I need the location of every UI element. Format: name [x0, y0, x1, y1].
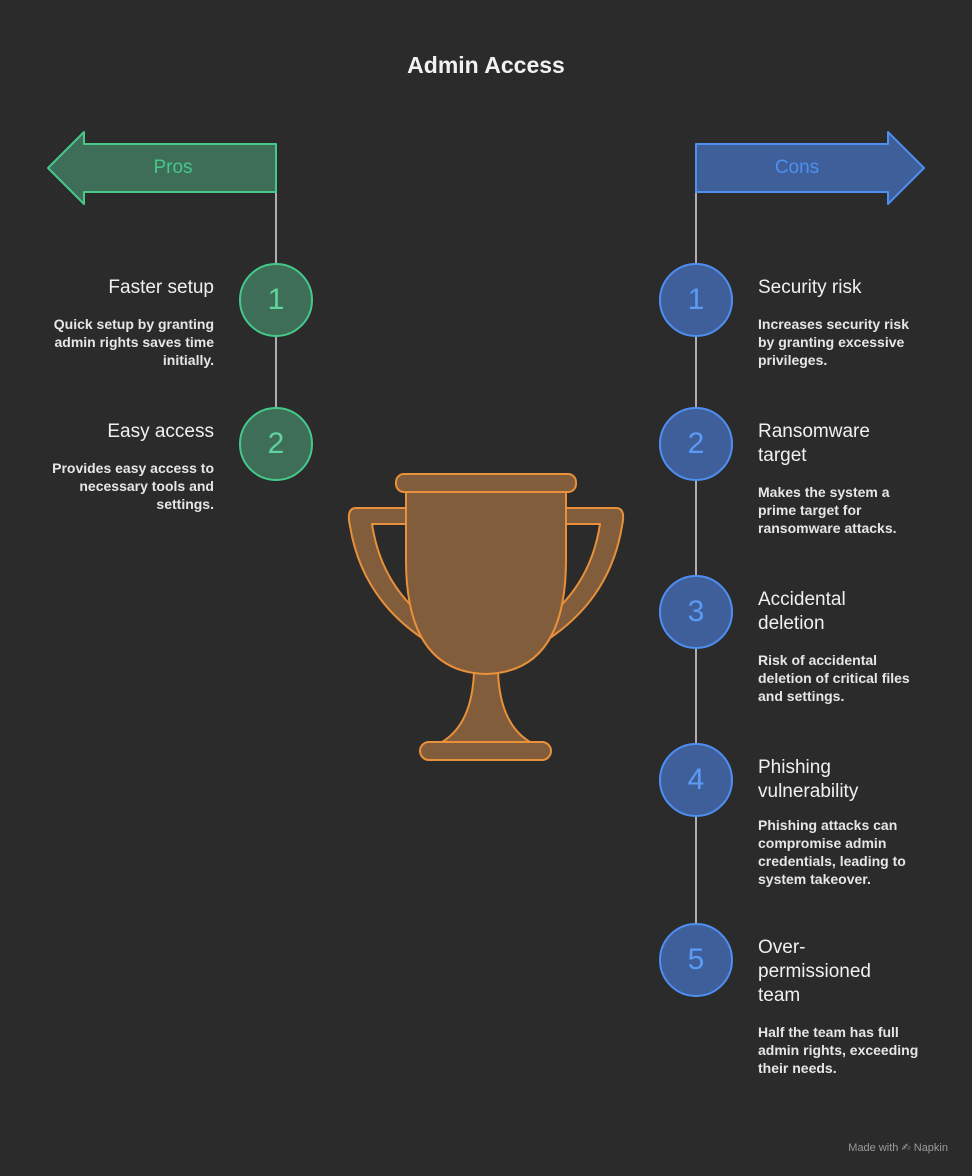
cons-number-3: 3: [687, 595, 705, 628]
cons-circle-5: [659, 923, 733, 997]
cons-description-4: Phishing attacks can compromise admin cr…: [758, 817, 906, 887]
cons-circle-1: [659, 263, 733, 337]
cons-title-1: Security risk: [758, 277, 862, 298]
diagram-title: Admin Access: [407, 52, 565, 78]
pros-number-2: 2: [267, 427, 285, 460]
pros-circle-1: [239, 263, 313, 337]
trophy-icon: [347, 473, 625, 761]
cons-title-5: Over-permissioned team: [758, 937, 871, 1006]
cons-arrow: [695, 131, 925, 205]
pros-number-1: 1: [267, 283, 285, 316]
napkin-watermark: Made with ✍ Napkin: [848, 1142, 948, 1154]
cons-title-4: Phishing vulnerability: [758, 757, 859, 802]
cons-label: Cons: [774, 157, 820, 178]
cons-description-1: Increases security risk by granting exce…: [758, 316, 909, 368]
cons-description-3: Risk of accidental deletion of critical …: [758, 652, 910, 704]
cons-circle-4: [659, 743, 733, 817]
cons-number-2: 2: [687, 427, 705, 460]
pros-arrow: [47, 131, 277, 205]
cons-title-3: Accidental deletion: [758, 589, 846, 634]
cons-circle-2: [659, 407, 733, 481]
cons-number-4: 4: [687, 763, 705, 796]
cons-circle-3: [659, 575, 733, 649]
pros-title-1: Faster setup: [108, 277, 214, 298]
cons-number-1: 1: [687, 283, 705, 316]
pros-title-2: Easy access: [107, 421, 214, 442]
cons-title-2: Ransomware target: [758, 421, 870, 466]
cons-number-5: 5: [687, 943, 705, 976]
pros-description-2: Provides easy access to necessary tools …: [52, 460, 214, 512]
pros-circle-2: [239, 407, 313, 481]
cons-description-5: Half the team has full admin rights, exc…: [758, 1024, 919, 1076]
pros-label: Pros: [153, 157, 193, 178]
cons-description-2: Makes the system a prime target for rans…: [758, 484, 897, 536]
pros-description-1: Quick setup by granting admin rights sav…: [53, 316, 214, 368]
